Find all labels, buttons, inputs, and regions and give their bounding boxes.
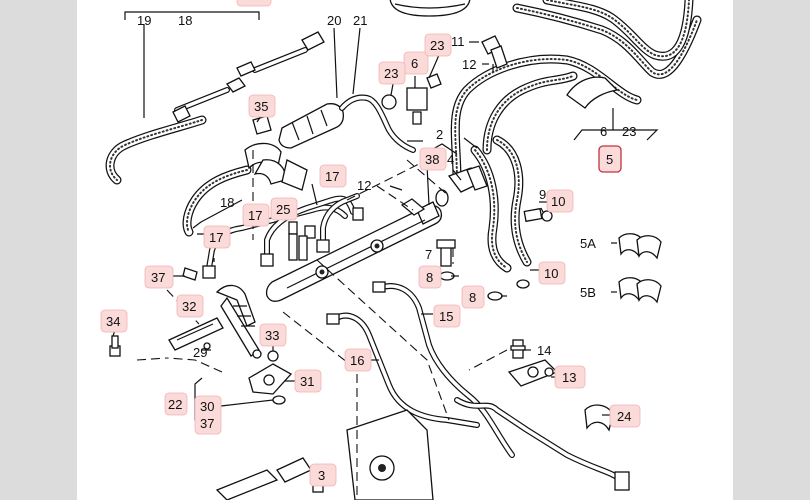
washer-10b bbox=[516, 279, 530, 289]
assembly-dash-lines bbox=[136, 149, 508, 500]
label-12-top: 12 bbox=[462, 57, 476, 72]
clip-24 bbox=[584, 404, 614, 432]
label-37-top: 37 bbox=[151, 270, 165, 285]
bolt-9 bbox=[523, 207, 553, 223]
label-13: 13 bbox=[562, 370, 576, 385]
washer-8b bbox=[487, 291, 503, 301]
label-9: 9 bbox=[539, 187, 546, 202]
label-23-right: 23 bbox=[622, 124, 636, 139]
washer-30 bbox=[272, 395, 286, 405]
label-16: 16 bbox=[350, 353, 364, 368]
pipe-bend-5 bbox=[566, 76, 619, 109]
ring-33 bbox=[267, 350, 279, 362]
label-8-bottom: 8 bbox=[469, 290, 476, 305]
label-17-left: 17 bbox=[209, 230, 223, 245]
label-17-top: 17 bbox=[325, 169, 339, 184]
bracket-13 bbox=[507, 359, 559, 387]
label-32: 32 bbox=[182, 299, 196, 314]
washer-29 bbox=[203, 342, 211, 350]
fuel-pipe-15-16 bbox=[326, 281, 630, 491]
label-8-top: 8 bbox=[426, 270, 433, 285]
bolt-11 bbox=[481, 35, 508, 69]
label-30: 30 bbox=[200, 399, 214, 414]
clips-5B bbox=[618, 277, 662, 304]
label-18: 18 bbox=[178, 13, 192, 28]
fuel-line-18 bbox=[192, 199, 243, 229]
exploded-parts-diagram: 19 18 20 21 35 11 12 6 23 23 2 38 4 12 1… bbox=[100, 0, 702, 500]
label-29: 29 bbox=[193, 345, 207, 360]
label-23-top: 23 bbox=[430, 38, 444, 53]
label-10-bottom: 10 bbox=[544, 266, 558, 281]
leader-30 bbox=[220, 399, 274, 407]
label-5B: 5B bbox=[580, 285, 596, 300]
label-3: 3 bbox=[318, 468, 325, 483]
valve-6 bbox=[381, 73, 442, 125]
label-5: 5 bbox=[606, 152, 613, 167]
label-22: 22 bbox=[168, 397, 182, 412]
label-34: 34 bbox=[106, 314, 120, 329]
label-14: 14 bbox=[537, 343, 551, 358]
label-5A: 5A bbox=[580, 236, 596, 251]
bolts-25 bbox=[288, 221, 308, 261]
label-10-top: 10 bbox=[551, 194, 565, 209]
clips-5A bbox=[618, 233, 662, 260]
label-12-mid: 12 bbox=[357, 178, 371, 193]
diagram-sheet: 19 18 20 21 35 11 12 6 23 23 2 38 4 12 1… bbox=[77, 0, 733, 500]
bolt-7 bbox=[436, 239, 456, 267]
label-17-mid: 17 bbox=[248, 208, 262, 223]
label-18-mid: 18 bbox=[220, 195, 234, 210]
label-35: 35 bbox=[254, 99, 268, 114]
part-labels: 19 18 20 21 35 11 12 6 23 23 2 38 4 12 1… bbox=[100, 13, 641, 487]
seal-37 bbox=[182, 267, 198, 281]
label-20: 20 bbox=[327, 13, 341, 28]
label-6-right: 6 bbox=[600, 124, 607, 139]
label-4: 4 bbox=[447, 152, 454, 167]
label-37-bottom: 37 bbox=[200, 416, 214, 431]
label-31: 31 bbox=[300, 374, 314, 389]
label-24: 24 bbox=[617, 409, 631, 424]
label-5-box bbox=[598, 145, 622, 173]
clamp-29-inner bbox=[176, 323, 214, 341]
callout-highlight-top bbox=[236, 0, 272, 7]
label-11: 11 bbox=[451, 34, 465, 49]
label-6-top-b: 6 bbox=[411, 56, 418, 71]
pressure-sensor-4 bbox=[435, 165, 488, 207]
fuel-line-top bbox=[172, 31, 416, 153]
bolt-34 bbox=[109, 335, 121, 357]
high-pressure-pump bbox=[215, 409, 434, 500]
bracket-19-18 bbox=[124, 11, 260, 20]
clamp-assembly-35 bbox=[244, 115, 308, 191]
label-33: 33 bbox=[265, 328, 279, 343]
label-23-left: 23 bbox=[384, 66, 398, 81]
label-15: 15 bbox=[439, 309, 453, 324]
bolt-14 bbox=[510, 339, 526, 359]
label-25: 25 bbox=[276, 202, 290, 217]
fuel-rail bbox=[265, 198, 443, 302]
plate-31 bbox=[248, 363, 293, 395]
reservoir-rim bbox=[394, 3, 466, 9]
label-21: 21 bbox=[353, 13, 367, 28]
label-7: 7 bbox=[425, 247, 432, 262]
label-2: 2 bbox=[436, 127, 443, 142]
label-19: 19 bbox=[137, 13, 151, 28]
bracket-6-23 bbox=[573, 129, 659, 141]
label-38: 38 bbox=[425, 152, 439, 167]
injector-32 bbox=[215, 284, 262, 359]
